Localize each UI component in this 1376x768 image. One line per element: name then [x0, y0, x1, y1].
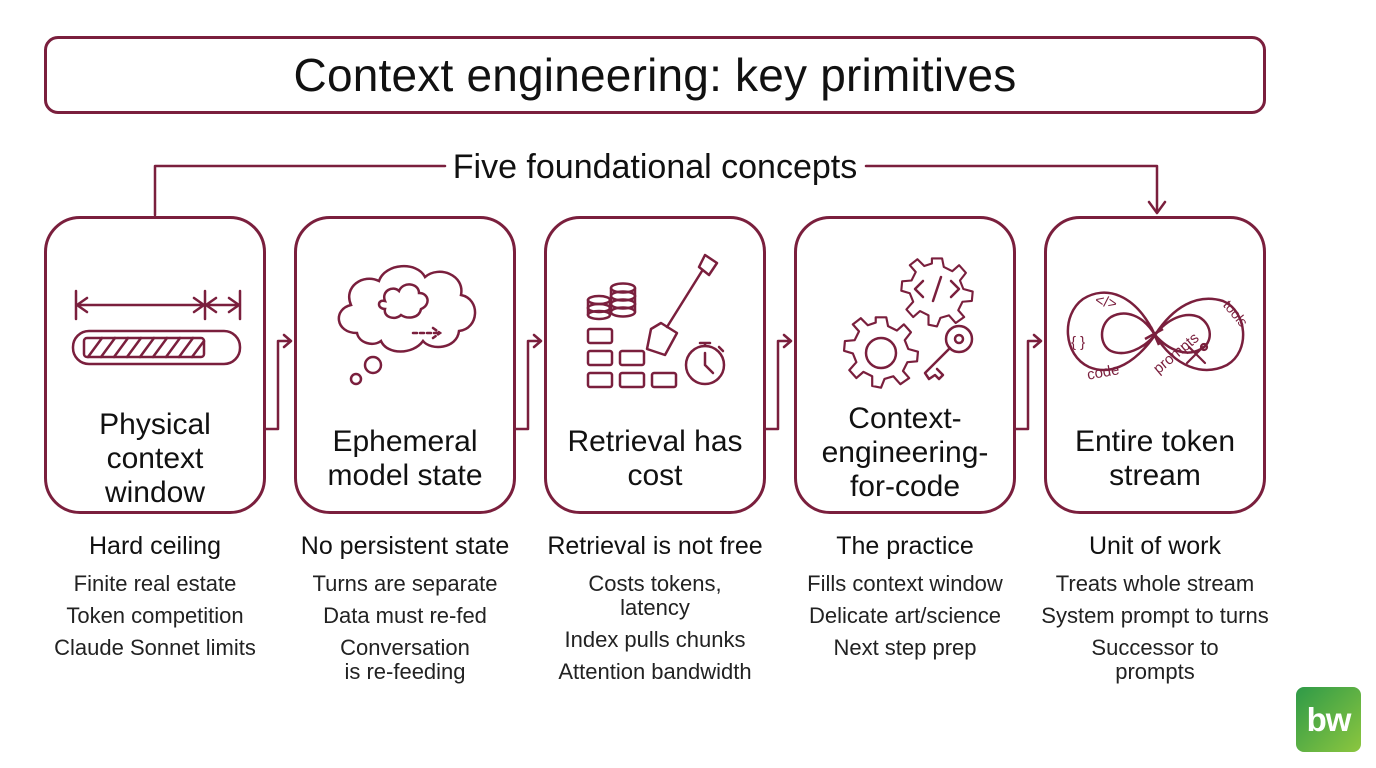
brand-logo-text: bw	[1306, 700, 1352, 738]
concept-heading: Retrieval is not free	[547, 532, 763, 560]
concept-card-context-engineering-for-code: Context-engineering-for-code	[794, 216, 1016, 514]
bracket-arrow	[153, 164, 1159, 217]
concept-point: Delicate art/science	[809, 603, 1001, 628]
concept-point: Token competition	[66, 603, 244, 628]
title-box: Context engineering: key primitives	[44, 36, 1266, 114]
concept-point: Costs tokens, latency	[588, 571, 722, 620]
concept-details-3: Retrieval is not free Costs tokens, late…	[535, 528, 775, 692]
concept-details-2: No persistent state Turns are separate D…	[285, 528, 525, 692]
page-title: Context engineering: key primitives	[293, 49, 1017, 101]
concept-point: Fills context window	[807, 571, 1003, 596]
concept-point: Successor to prompts	[1091, 635, 1219, 684]
concept-label: Physical context window	[99, 408, 211, 509]
concept-point: Next step prep	[833, 635, 977, 660]
concept-heading: No persistent state	[300, 532, 510, 560]
concept-point: Claude Sonnet limits	[54, 635, 256, 660]
concept-details-1: Hard ceiling Finite real estate Token co…	[35, 528, 275, 668]
concept-details-4: The practice Fills context window Delica…	[785, 528, 1025, 668]
concept-heading: Hard ceiling	[88, 532, 221, 560]
concept-point: Index pulls chunks	[564, 627, 746, 652]
connector-1-2	[264, 333, 293, 431]
subtitle: Five foundational concepts	[450, 144, 860, 190]
concept-label: Ephemeral model state	[327, 425, 483, 492]
brand-logo: bw	[1296, 687, 1361, 752]
concept-heading: Unit of work	[1089, 532, 1221, 560]
bracket-arrowhead	[1147, 200, 1167, 215]
concept-point: Data must re-fed	[323, 603, 487, 628]
concept-point: System prompt to turns	[1041, 603, 1269, 628]
concept-label: Retrieval has cost	[567, 425, 743, 492]
shovel-coins-icon	[586, 253, 726, 389]
concept-card-retrieval-has-cost: Retrieval has cost	[544, 216, 766, 514]
connector-3-4	[764, 333, 793, 431]
concept-point: Finite real estate	[73, 571, 237, 596]
connector-4-5	[1014, 333, 1043, 431]
concept-label: Entire token stream	[1074, 425, 1236, 492]
infinity-code-symbol: </>	[1094, 292, 1119, 313]
wrench-screwdriver-icon	[1185, 342, 1209, 365]
concept-card-entire-token-stream: </> { } code prompts tools Entire token …	[1044, 216, 1266, 514]
concept-point: Treats whole stream	[1055, 571, 1255, 596]
infinity-loop-icon: </> { } code prompts tools	[1066, 291, 1251, 384]
concept-card-physical-context-window: Physical context window	[44, 216, 266, 514]
concept-heading: The practice	[836, 532, 974, 560]
connector-2-3	[514, 333, 543, 431]
concept-details-5: Unit of work Treats whole stream System …	[1035, 528, 1275, 692]
concept-label: Context-engineering-for-code	[821, 402, 989, 503]
concept-point: Attention bandwidth	[558, 659, 752, 684]
concept-point: Conversation is re-feeding	[340, 635, 470, 684]
gears-key-icon	[842, 257, 974, 389]
concept-point: Turns are separate	[312, 571, 498, 596]
progress-bar-icon	[71, 289, 242, 366]
infinity-brace-symbol: { }	[1071, 334, 1085, 351]
infinity-code-text: code	[1086, 361, 1121, 383]
thought-bubble-icon	[337, 264, 477, 386]
concept-card-ephemeral-model-state: Ephemeral model state	[294, 216, 516, 514]
